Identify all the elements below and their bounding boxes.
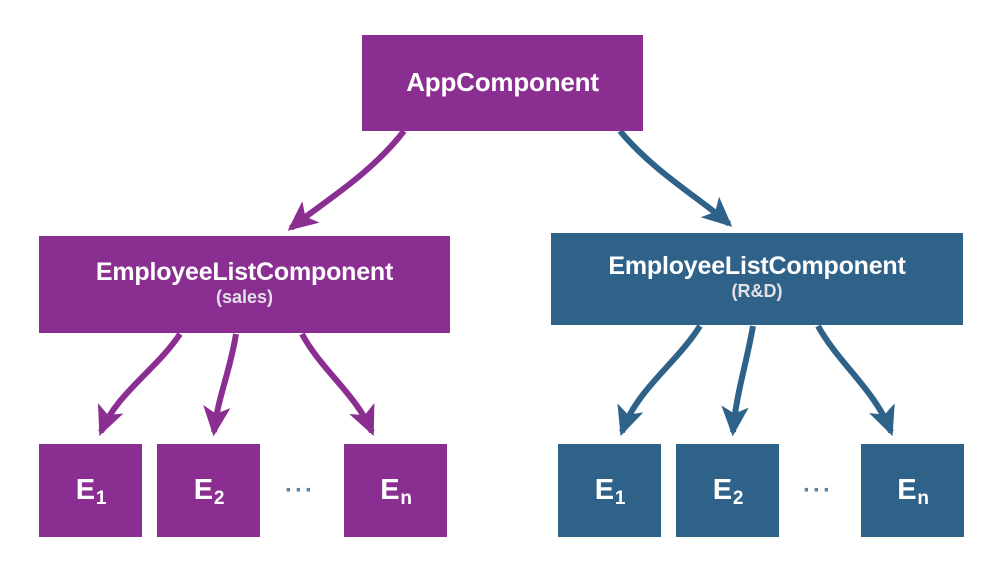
node-sales-employee-2[interactable]: E2 bbox=[157, 444, 260, 537]
node-rnd-employee-1[interactable]: E1 bbox=[558, 444, 661, 537]
node-employee-list-rnd-label: EmployeeListComponent bbox=[608, 252, 906, 281]
employee-letter: E bbox=[897, 474, 917, 507]
node-rnd-employee-n-label: En bbox=[897, 474, 929, 510]
node-employee-list-rnd[interactable]: EmployeeListComponent (R&D) bbox=[551, 233, 963, 325]
node-rnd-employee-2-label: E2 bbox=[712, 474, 744, 510]
edge-rnd-to-en bbox=[815, 324, 895, 437]
employee-index: n bbox=[400, 488, 412, 510]
edge-sales-to-e2 bbox=[203, 333, 239, 437]
edge-app-to-rnd bbox=[617, 129, 733, 227]
sales-employees-ellipsis: ··· bbox=[285, 477, 315, 504]
node-rnd-employee-n[interactable]: En bbox=[861, 444, 964, 537]
node-sales-employee-n-label: En bbox=[380, 474, 412, 510]
node-employee-list-sales-subtitle: (sales) bbox=[215, 286, 274, 307]
node-sales-employee-n[interactable]: En bbox=[344, 444, 447, 537]
employee-index: n bbox=[917, 488, 929, 510]
node-sales-employee-1-label: E1 bbox=[75, 474, 107, 510]
employee-letter: E bbox=[594, 474, 614, 507]
employee-index: 2 bbox=[732, 488, 744, 510]
employee-letter: E bbox=[380, 474, 400, 507]
edge-rnd-to-e1 bbox=[617, 324, 703, 437]
node-employee-list-sales[interactable]: EmployeeListComponent (sales) bbox=[39, 236, 450, 333]
employee-letter: E bbox=[193, 474, 213, 507]
node-rnd-employee-1-label: E1 bbox=[594, 474, 626, 510]
node-app-component-label: AppComponent bbox=[406, 67, 599, 98]
rnd-employees-ellipsis: ··· bbox=[803, 477, 833, 504]
node-sales-employee-1[interactable]: E1 bbox=[39, 444, 142, 537]
employee-letter: E bbox=[75, 474, 95, 507]
employee-index: 2 bbox=[213, 488, 225, 510]
node-rnd-employee-2[interactable]: E2 bbox=[676, 444, 779, 537]
employee-letter: E bbox=[712, 474, 732, 507]
node-app-component[interactable]: AppComponent bbox=[362, 35, 643, 131]
edge-sales-to-en bbox=[299, 332, 375, 437]
edge-app-to-sales bbox=[287, 129, 407, 231]
edge-sales-to-e1 bbox=[98, 332, 183, 437]
node-employee-list-rnd-subtitle: (R&D) bbox=[731, 281, 783, 302]
employee-index: 1 bbox=[95, 488, 107, 510]
node-employee-list-sales-label: EmployeeListComponent bbox=[95, 257, 394, 286]
employee-index: 1 bbox=[614, 488, 626, 510]
edge-rnd-to-e2 bbox=[721, 325, 756, 437]
node-sales-employee-2-label: E2 bbox=[193, 474, 225, 510]
